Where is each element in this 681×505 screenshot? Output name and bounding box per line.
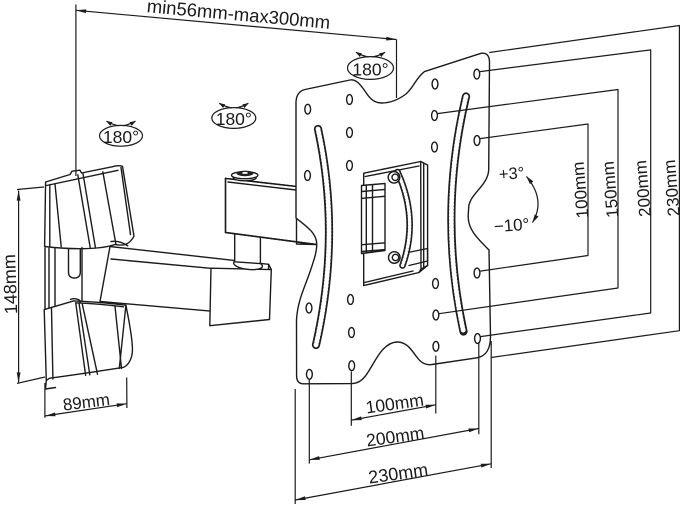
svg-text:180°: 180°: [352, 60, 388, 80]
svg-text:200mm: 200mm: [631, 159, 655, 217]
svg-text:180°: 180°: [216, 109, 252, 129]
svg-text:148mm: 148mm: [0, 254, 21, 315]
svg-text:100mm: 100mm: [569, 161, 593, 219]
svg-text:−10°: −10°: [493, 215, 530, 236]
svg-text:150mm: 150mm: [599, 160, 623, 218]
svg-text:230mm: 230mm: [660, 159, 681, 217]
svg-text:180°: 180°: [103, 127, 139, 147]
svg-text:+3°: +3°: [498, 164, 525, 184]
